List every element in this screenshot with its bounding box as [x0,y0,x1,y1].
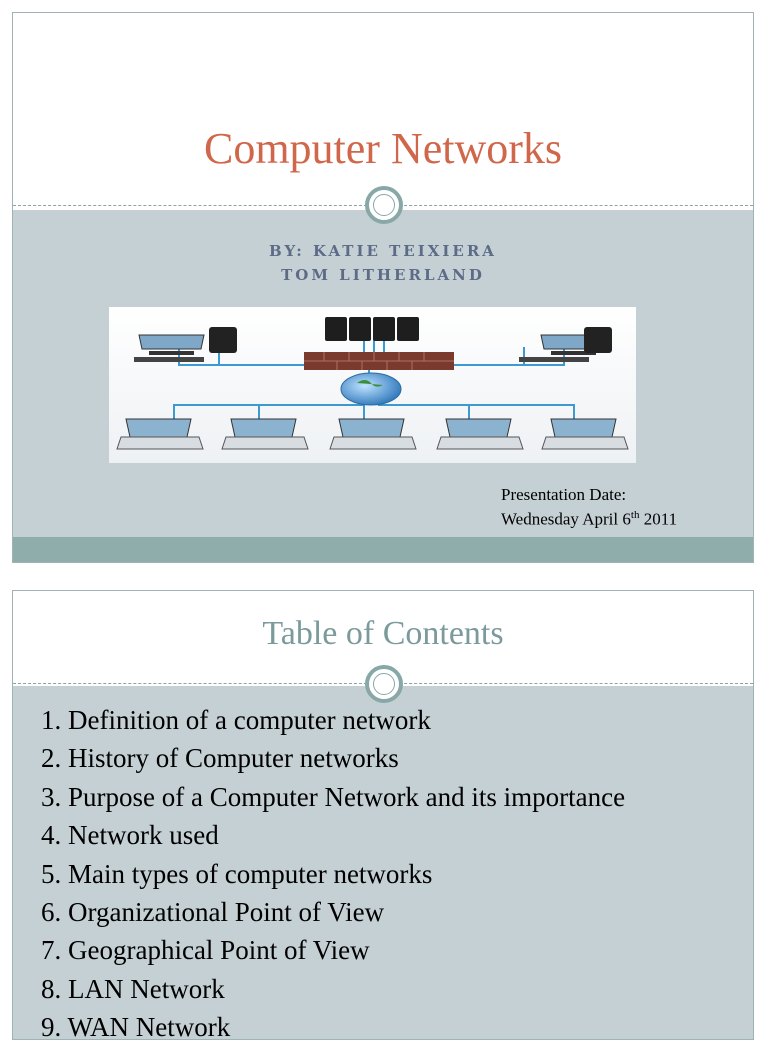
ring-ornament-icon [365,665,403,703]
slide-title: Table of Contents [262,615,504,652]
toc-list: 1. Definition of a computer network 2. H… [41,701,626,1040]
presentation-date-label: Presentation Date: [501,485,627,504]
presentation-date-value: Wednesday April 6th 2011 [501,509,678,529]
content-band [13,686,753,1039]
network-diagram-image [109,307,636,463]
toc-item: 4. Network used [41,820,219,851]
toc-item: 9. WAN Network [41,1012,231,1040]
ring-ornament-icon [365,186,403,224]
author-line-2: TOM LITHERLAND [281,266,485,284]
toc-item: 8. LAN Network [41,973,225,1004]
toc-slide: Table of Contents 1. Definition of a com… [12,590,754,1040]
toc-item: 7. Geographical Point of View [41,935,370,966]
author-line-1: BY: KATIE TEIXIERA [269,242,497,260]
toc-item: 1. Definition of a computer network [41,705,431,735]
toc-item: 3. Purpose of a Computer Network and its… [41,781,626,812]
toc-item: 2. History of Computer networks [41,743,399,774]
slide-title: Computer Networks [203,124,563,173]
toc-item: 5. Main types of computer networks [41,858,433,889]
toc-item: 6. Organizational Point of View [41,896,385,927]
title-slide: Computer Networks BY: KATIE TEIXIERA TOM… [12,12,754,563]
footer-bar [13,537,753,562]
